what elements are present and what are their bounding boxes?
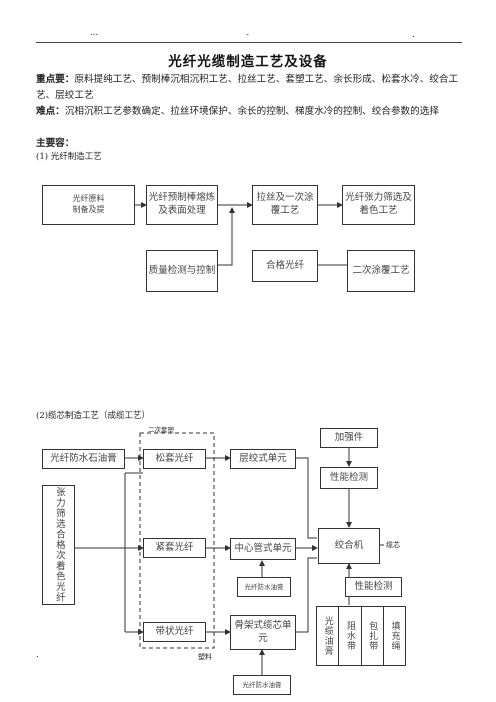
core-label: 缆芯 [386, 541, 400, 549]
header-dot-right: . [412, 30, 415, 40]
secondary-coating-label: 二次套塑 [148, 426, 174, 434]
difficulties-label: 难点： [36, 106, 65, 117]
raw-material-box: 光纤原料 制备及提 [42, 185, 135, 225]
ribbon-box: 带状光纤 [143, 622, 206, 642]
screened-fiber-box: 张力筛选合格次着色光纤 [42, 485, 75, 605]
arrow-qc-up [218, 207, 235, 266]
footer-dot: . [36, 650, 39, 660]
tight-tube-box: 紧套光纤 [143, 538, 206, 558]
gel-bottom-box: 光纤防水油膏 [233, 675, 291, 695]
preform-box: 光纤预制棒熔炼及表面处理 [146, 185, 218, 225]
plastic-label: 塑料 [198, 653, 212, 661]
gel-box: 光纤防水石油膏 [42, 449, 125, 469]
material-cable-gel: 光缆油膏 [317, 607, 340, 665]
qc-box: 质量检测与控制 [146, 250, 218, 292]
draw-box: 拉丝及一次涂覆工艺 [252, 185, 318, 225]
slotted-core-box: 骨架式缆芯单元 [230, 615, 296, 650]
key-points: 重点要：原料提纯工艺、预制棒沉相沉积工艺、拉丝工艺、套塑工艺、余长形成、松套水冷… [36, 72, 466, 103]
material-wrap-tape: 包扎带 [362, 607, 384, 665]
strength-member-box: 加强件 [320, 428, 378, 448]
ok-fiber-box: 合格光纤 [252, 250, 318, 282]
material-water-block-tape: 阻水带 [339, 607, 362, 665]
screen-box: 光纤张力筛选及着色工艺 [342, 185, 415, 225]
coat2-box: 二次涂覆工艺 [347, 250, 415, 292]
header-rule [36, 42, 462, 43]
perf-check-box-2: 性能检测 [345, 577, 402, 597]
secondary-coating-frame [139, 432, 215, 649]
stranded-unit-box: 层绞式单元 [230, 449, 296, 469]
main-content-label: 主要容： [36, 138, 75, 149]
line-stranded-cabling [296, 457, 317, 539]
loose-tube-box: 松套光纤 [143, 449, 206, 469]
section2-heading: (2)缆芯制造工艺（成缆工艺） [36, 411, 151, 421]
line-slotted-cabling [296, 557, 317, 633]
perf-check-box-1: 性能检测 [320, 467, 378, 489]
central-tube-box: 中心管式单元 [230, 538, 296, 560]
key-points-text: 原料提纯工艺、预制棒沉相沉积工艺、拉丝工艺、套塑工艺、余长形成、松套水冷、绞合工… [36, 74, 459, 101]
page-title: 光纤光缆制造工艺及设备 [168, 54, 328, 70]
difficulties: 难点：沉相沉积工艺参数确定、拉丝环境保护、余长的控制、梯度水冷的控制、绞合参数的… [36, 104, 466, 120]
key-points-label: 重点要： [36, 74, 75, 85]
header-dots-left: ... [90, 28, 99, 38]
cabling-machine-box: 绞合机 [318, 528, 380, 564]
difficulties-text: 沉相沉积工艺参数确定、拉丝环境保护、余长的控制、梯度水冷的控制、绞合参数的选择 [64, 106, 439, 117]
header-dot-mid: - [246, 30, 249, 40]
section1-heading: (1) 光纤制造工艺 [36, 152, 102, 162]
materials-box: 光缆油膏 阻水带 包扎带 填充绳 [316, 606, 406, 666]
gel-small-box: 光纤防水油膏 [237, 577, 291, 597]
material-filler-rope: 填充绳 [389, 621, 400, 651]
